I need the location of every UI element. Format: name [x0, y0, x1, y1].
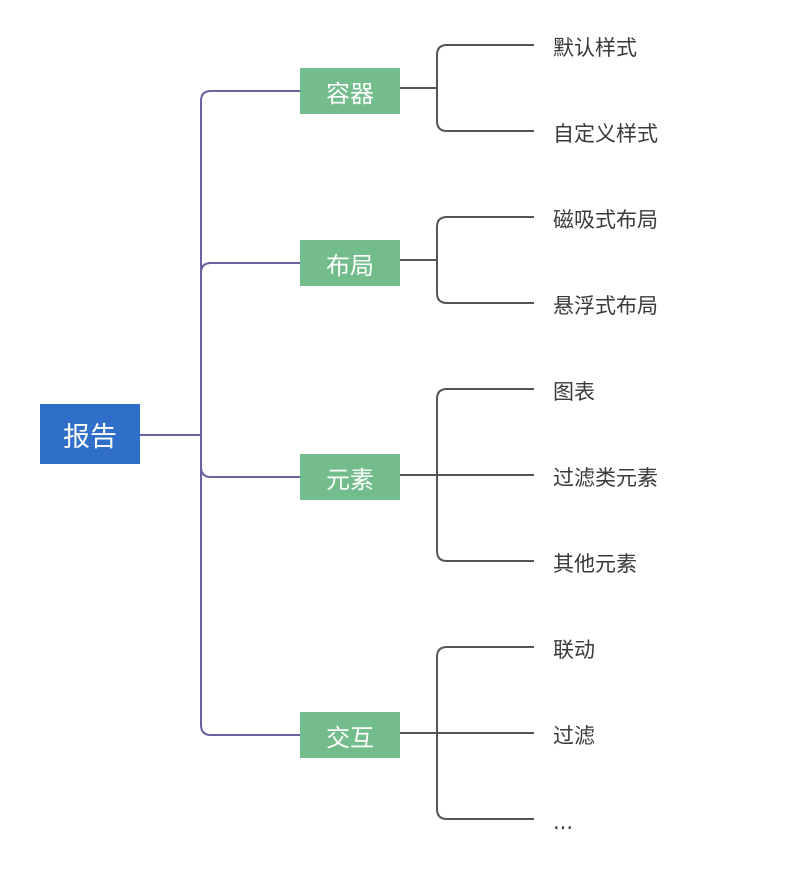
root-label: 报告: [63, 421, 117, 453]
leaf-custom-style: 自定义样式: [553, 122, 658, 146]
leaf-filter-elements: 过滤类元素: [553, 466, 658, 490]
connector-charts: [436, 388, 534, 551]
leaf-linkage: 联动: [553, 638, 595, 662]
leaf-floating-layout: 悬浮式布局: [553, 294, 658, 318]
branch-node-container: 容器: [300, 68, 400, 114]
branch-label: 布局: [326, 251, 374, 280]
leaf-filter: 过滤: [553, 724, 595, 748]
connector-to-layout: [200, 262, 300, 274]
branch-node-elements: 元素: [300, 454, 400, 500]
connector-more: [436, 800, 534, 820]
leaf-charts: 图表: [553, 380, 595, 404]
root-node: 报告: [40, 404, 140, 464]
connector-to-elements: [200, 435, 300, 478]
leaf-default-style: 默认样式: [553, 36, 637, 60]
root-connectors: [140, 90, 300, 736]
connector-other-elements: [436, 540, 534, 562]
connector-linkage: [436, 646, 534, 809]
leaf-other-elements: 其他元素: [553, 552, 637, 576]
branch-node-interaction: 交互: [300, 712, 400, 758]
connector-custom-style: [436, 110, 534, 132]
leaf-connectors: [400, 44, 534, 820]
connector-to-interaction: [200, 467, 300, 736]
branch-node-layout: 布局: [300, 240, 400, 286]
leaf-more: ...: [553, 810, 574, 834]
connector-to-container: [200, 90, 300, 435]
leaf-magnetic-layout: 磁吸式布局: [553, 208, 658, 232]
branch-label: 容器: [326, 79, 374, 108]
connector-magnetic-layout: [436, 216, 534, 293]
branch-label: 交互: [326, 723, 374, 752]
connector-floating-layout: [436, 280, 534, 304]
connector-default-style: [436, 44, 534, 120]
branch-label: 元素: [326, 465, 374, 494]
